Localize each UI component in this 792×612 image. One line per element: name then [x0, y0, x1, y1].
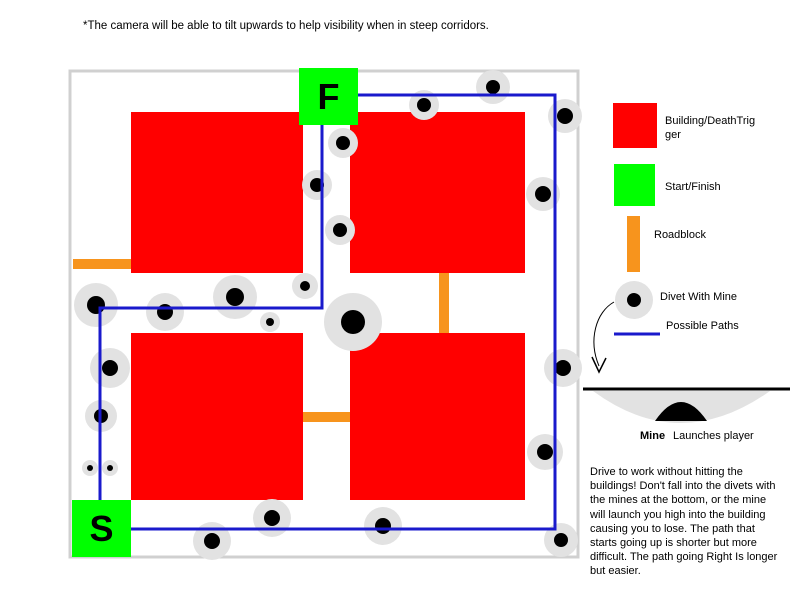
- roadblock: [73, 259, 131, 269]
- building: [131, 112, 303, 273]
- legend-building-label: Building/DeathTrigger: [665, 115, 756, 141]
- legend-roadblock-swatch: [627, 216, 640, 272]
- start-label: S: [89, 507, 114, 549]
- divet-with-mine: [302, 170, 332, 200]
- start-square: S: [72, 500, 131, 557]
- mine-shape: [655, 402, 707, 421]
- mine-word: Mine: [640, 430, 666, 442]
- path-up: [98, 100, 324, 500]
- finish-square: F: [299, 68, 358, 125]
- building: [131, 333, 303, 500]
- legend-path-label: Possible Paths: [666, 320, 739, 332]
- divet-with-mine: [527, 434, 563, 470]
- legend-start-finish-label: Start/Finish: [665, 181, 721, 193]
- launches-label: Launches player: [673, 430, 754, 442]
- legend-building-swatch: [613, 103, 657, 148]
- divet-with-mine: [213, 275, 257, 319]
- divet-with-mine: [253, 499, 291, 537]
- divet-with-mine: [544, 349, 582, 387]
- divet-with-mine: [193, 522, 231, 560]
- divet-with-mine: [74, 283, 118, 327]
- divet-with-mine: [476, 70, 510, 104]
- building: [350, 112, 525, 273]
- divet-with-mine: [90, 348, 130, 388]
- description-text: Drive to work without hitting the buildi…: [590, 466, 778, 578]
- legend-roadblock-label: Roadblock: [654, 229, 706, 241]
- legend-divet-swatch: [615, 281, 653, 319]
- divet-with-mine: [544, 523, 578, 557]
- divet-with-mine: [82, 460, 98, 476]
- divet-with-mine: [325, 215, 355, 245]
- divet-with-mine: [409, 90, 439, 120]
- divet-with-mine: [146, 293, 184, 331]
- divet-with-mine: [292, 273, 318, 299]
- divet-with-mine: [324, 293, 382, 351]
- arrow-curve: [593, 301, 615, 367]
- roadblock: [439, 273, 449, 333]
- divet-with-mine: [102, 460, 118, 476]
- legend-start-finish-swatch: [614, 164, 655, 206]
- camera-note: *The camera will be able to tilt upwards…: [83, 20, 489, 32]
- divet-with-mine: [328, 128, 358, 158]
- divet-with-mine: [526, 177, 560, 211]
- path-right: [130, 93, 557, 531]
- building: [350, 333, 525, 500]
- roadblock: [303, 412, 350, 422]
- divet-with-mine: [364, 507, 402, 545]
- divet-with-mine: [548, 99, 582, 133]
- divet-with-mine: [260, 312, 280, 332]
- arrow-head: [591, 356, 607, 374]
- finish-label: F: [317, 75, 340, 117]
- legend-divet-label: Divet With Mine: [660, 291, 738, 303]
